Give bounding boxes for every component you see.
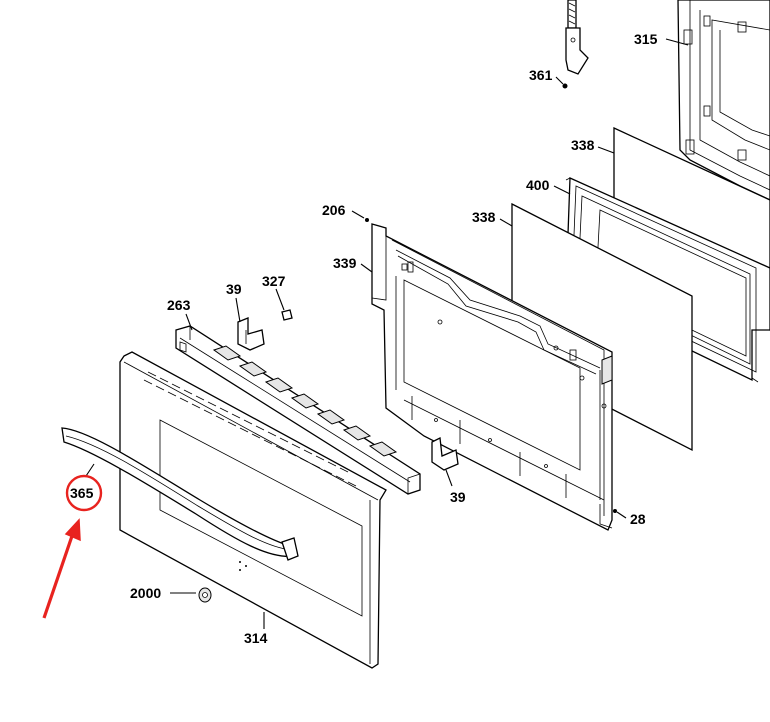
part-206-screw [365, 218, 369, 222]
label-338-front: 338 [472, 209, 496, 225]
label-361: 361 [529, 67, 553, 83]
part-315-oven-frame [677, 0, 770, 201]
label-339: 339 [333, 255, 357, 271]
highlight-arrow-icon [42, 535, 74, 619]
label-327: 327 [262, 273, 286, 289]
label-314: 314 [244, 630, 268, 646]
part-labels: 315 361 338 400 206 338 339 263 39 327 3… [70, 31, 658, 646]
label-365: 365 [70, 485, 94, 501]
label-315: 315 [634, 31, 658, 47]
label-263: 263 [167, 297, 191, 313]
label-2000: 2000 [130, 585, 161, 601]
part-339-inner-door [371, 223, 613, 531]
part-2000-knob [198, 587, 212, 603]
label-338-rear: 338 [571, 137, 595, 153]
label-39-lower: 39 [450, 489, 466, 505]
highlight-annotation [42, 474, 103, 619]
leader-lines [85, 38, 689, 629]
part-314-outer-door [119, 351, 387, 669]
part-39-lower-bracket [431, 437, 459, 471]
part-327-clip [281, 309, 293, 321]
highlight-circle [65, 474, 103, 512]
part-365-door-handle [61, 427, 299, 561]
label-206: 206 [322, 202, 346, 218]
part-361-hinge [562, 0, 589, 89]
label-28: 28 [630, 511, 646, 527]
label-39-upper: 39 [226, 281, 242, 297]
part-39-upper-bracket [237, 317, 265, 351]
label-400: 400 [526, 177, 550, 193]
part-28-screw [613, 509, 617, 513]
